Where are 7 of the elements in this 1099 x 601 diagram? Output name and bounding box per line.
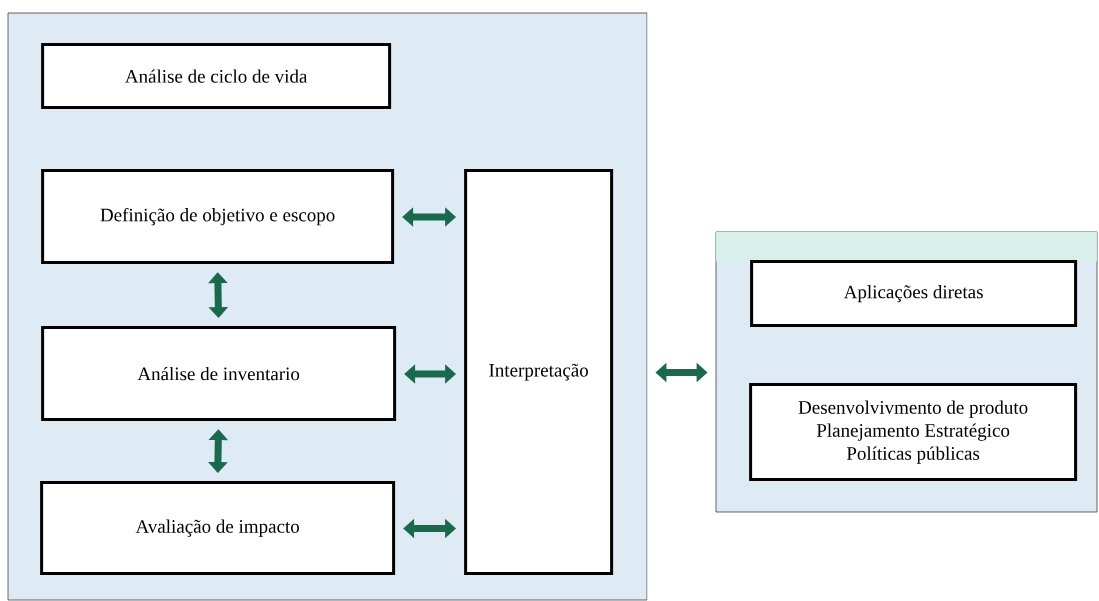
process-box: Desenvolvivmento de produto Planejamento Estratégico Políticas públicas	[749, 383, 1078, 482]
process-box: Avaliação de impacto	[40, 481, 396, 576]
process-box: Interpretação	[464, 169, 614, 576]
process-box: Definição de objetivo e escopo	[41, 169, 395, 265]
process-box: Análise de inventario	[41, 326, 397, 422]
process-box: Análise de ciclo de vida	[41, 43, 392, 110]
process-box: Aplicações diretas	[750, 260, 1078, 328]
